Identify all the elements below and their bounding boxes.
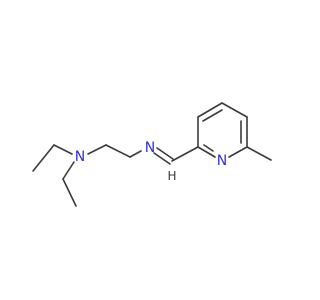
- bond-imine-double-1: [156, 147, 174, 160]
- bond-ch2-ch2: [105, 144, 131, 158]
- ring-bond-n-c2: [197, 146, 216, 158]
- bond-ethyl1-ch2: [53, 144, 73, 155]
- ring-bond-c4-c5: [221, 102, 248, 118]
- bond-imine-double-2: [153, 152, 171, 165]
- ring-bond-c4-c4-inner: [202, 109, 223, 122]
- bond-ch2-imine-n: [129, 150, 142, 158]
- bond-ethyl2-ch2: [62, 161, 75, 180]
- bond-n-ch2: [87, 144, 107, 155]
- imine-h-label: H: [167, 169, 176, 183]
- chemical-structure: N N N H: [32, 102, 272, 207]
- ring-bond-n-c2-inner: [203, 144, 214, 152]
- bond-ethyl1-ch3: [32, 144, 55, 172]
- imine-n-label: N: [145, 140, 155, 156]
- amine-n-label: N: [75, 149, 85, 165]
- pyridine-n-label: N: [217, 153, 227, 169]
- bond-methyl: [246, 146, 272, 161]
- bond-ethyl2-ch3: [62, 178, 77, 207]
- ring-bond-c6-n: [228, 146, 248, 158]
- bond-imine-c-ring: [171, 146, 199, 162]
- ring-bond-c3-c4: [197, 102, 223, 118]
